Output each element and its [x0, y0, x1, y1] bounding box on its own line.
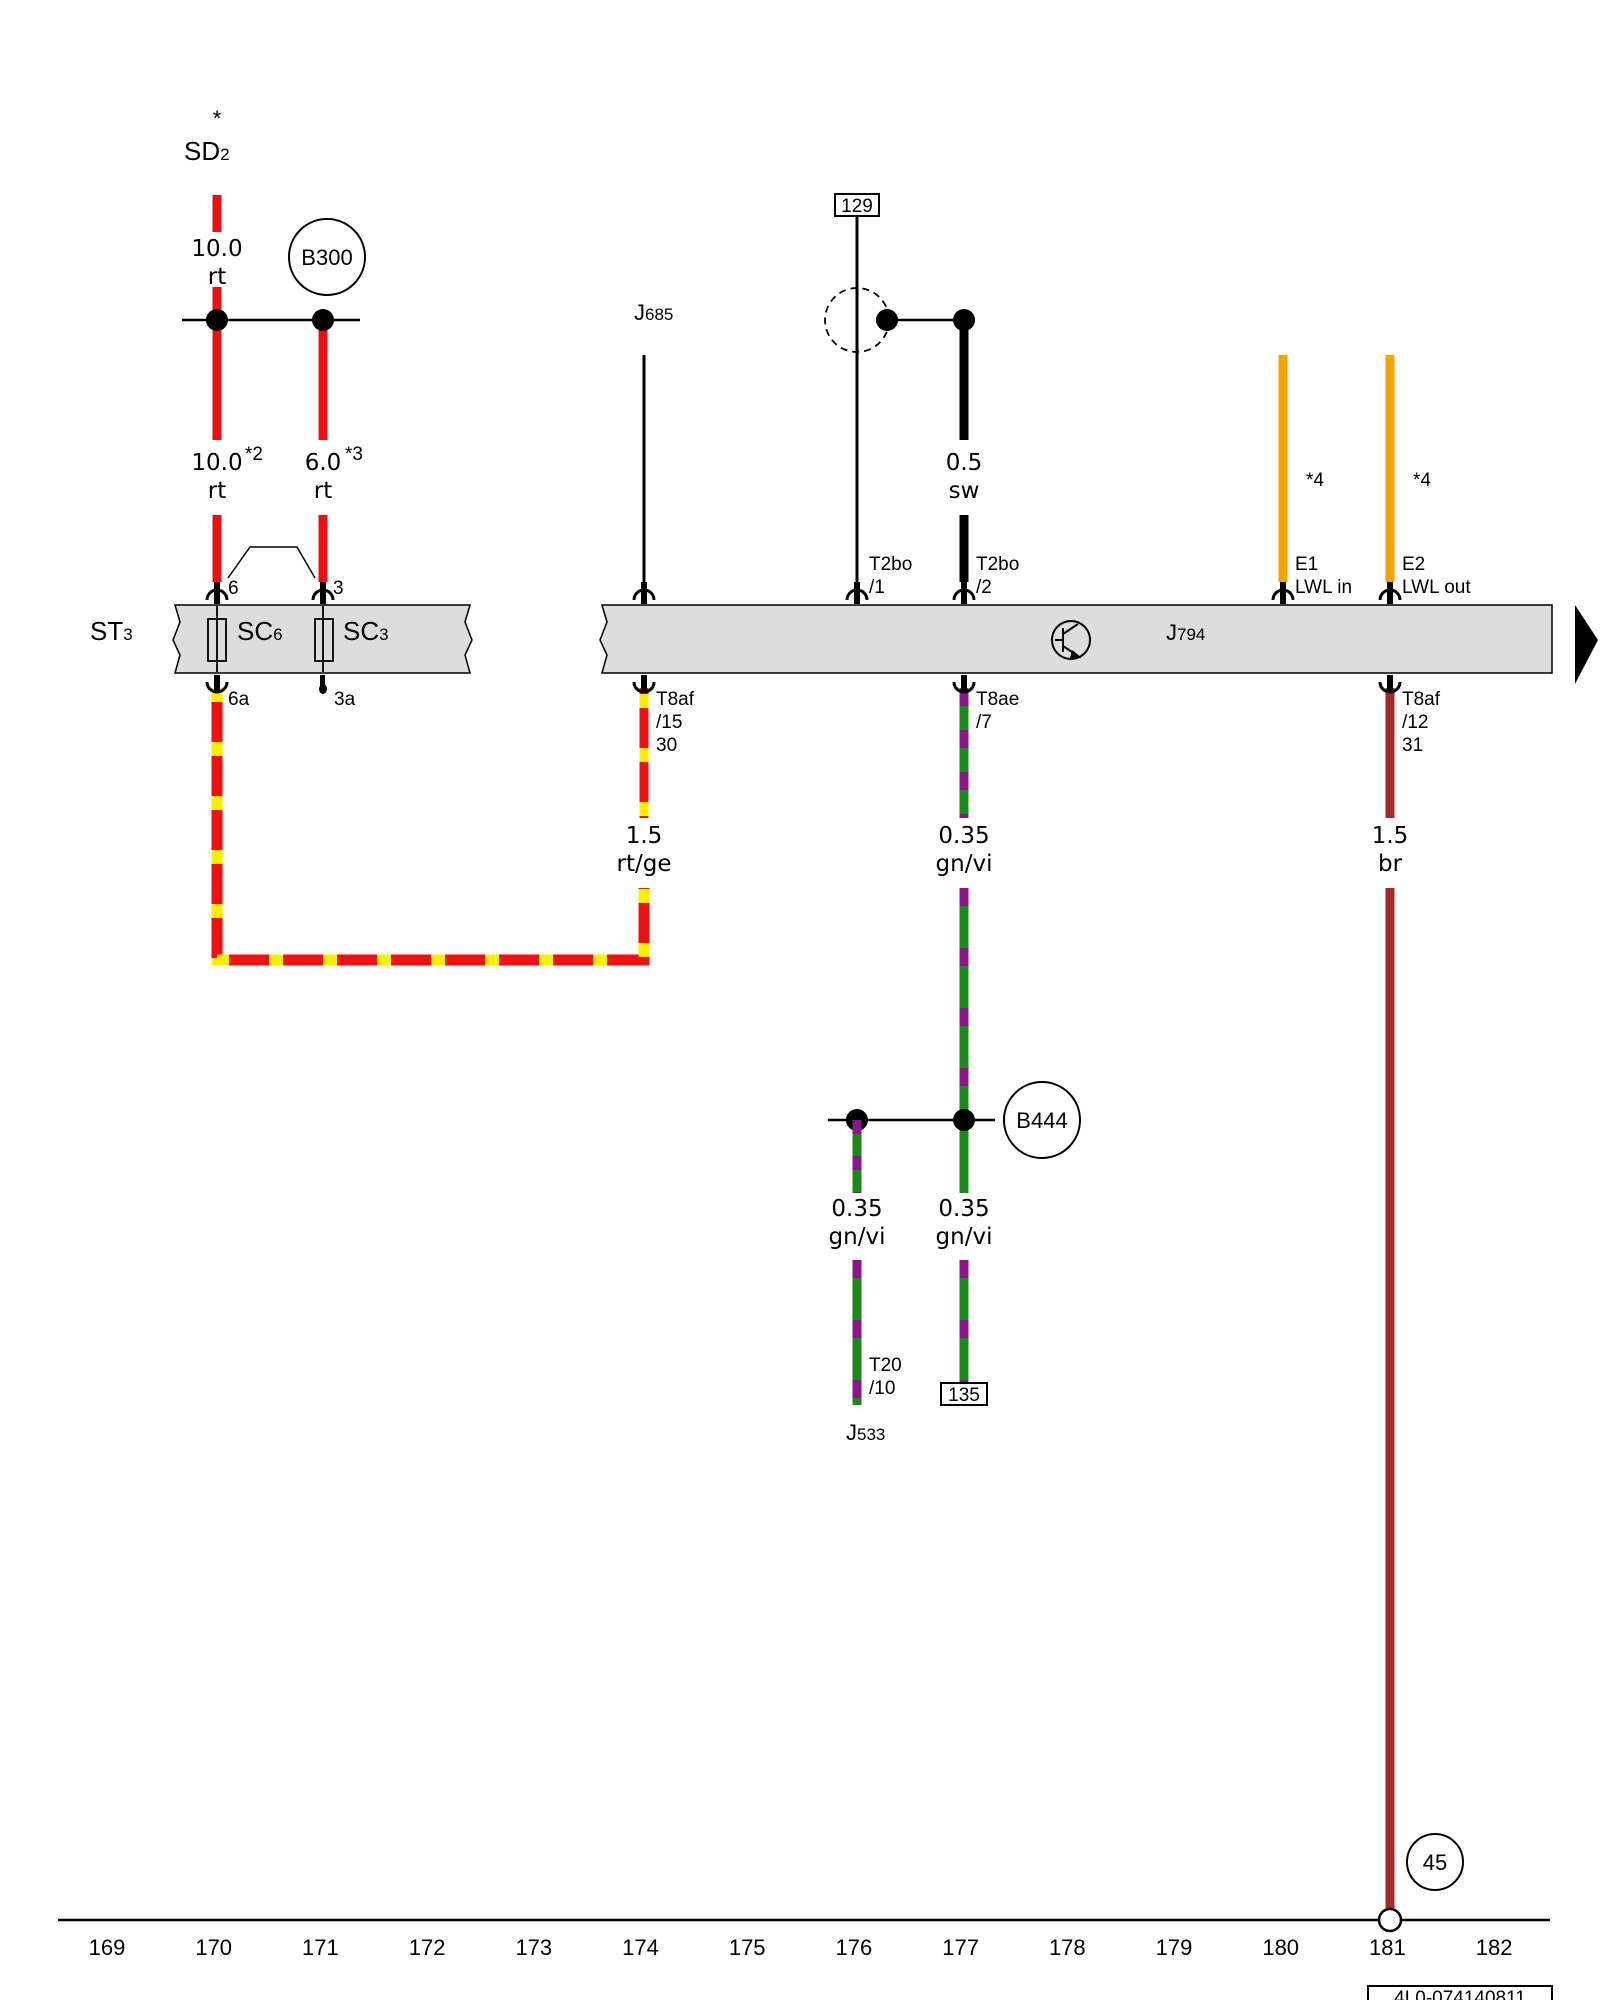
column-number: 180 — [1262, 1935, 1299, 1960]
wire-color: gn/vi — [936, 1224, 993, 1250]
column-number: 171 — [302, 1935, 339, 1960]
j533-label: J533 — [846, 1420, 885, 1445]
column-number: 181 — [1369, 1935, 1406, 1960]
wire-j794-pos — [211, 688, 650, 966]
pin-label: T8ae — [976, 689, 1019, 710]
splice-dot — [953, 1109, 975, 1131]
fuse-bridge — [227, 546, 316, 579]
ground-b300-circle — [288, 218, 366, 296]
pin-label: 31 — [1402, 735, 1423, 756]
note-label: *4 — [1306, 470, 1324, 491]
pin-label: /15 — [656, 712, 682, 733]
ref-135-label[interactable]: 135 — [948, 1385, 980, 1406]
fuse-sc3-symbol — [314, 618, 334, 662]
ground-connection-point — [1377, 1907, 1403, 1933]
column-number: 174 — [622, 1935, 659, 1960]
diagram-id: 4L0-074140811 — [1394, 1988, 1526, 2000]
pin-label: T8af — [1402, 689, 1441, 710]
wire-note: *2 — [245, 444, 263, 465]
j685-label: J685 — [634, 300, 673, 325]
sc3-label: SC3 — [343, 616, 389, 646]
ref-135-box[interactable] — [940, 1382, 988, 1406]
wire-note: *3 — [345, 444, 363, 465]
pin-label: 3 — [333, 578, 344, 599]
column-number: 175 — [729, 1935, 766, 1960]
splice-dot — [312, 309, 334, 331]
pin-label: LWL in — [1295, 577, 1352, 598]
pin-label: T20 — [869, 1355, 902, 1376]
pin-label: E1 — [1295, 554, 1318, 575]
splice-dot — [206, 309, 228, 331]
column-number: 179 — [1156, 1935, 1193, 1960]
wire-color: rt — [314, 478, 332, 504]
wire-color: rt — [208, 478, 226, 504]
wire-size: 0.35 — [938, 1196, 989, 1222]
j794-label: J794 — [1166, 620, 1205, 645]
st3-label: ST3 — [90, 616, 133, 646]
column-number: 178 — [1049, 1935, 1086, 1960]
pin-label: 6 — [228, 578, 239, 599]
column-number: 173 — [515, 1935, 552, 1960]
pin-label: /2 — [976, 577, 992, 598]
ground-b444-label: B444 — [1016, 1108, 1067, 1133]
wire-color: rt — [208, 264, 226, 290]
ground-45-label: 45 — [1423, 1850, 1447, 1875]
pin-label: E2 — [1402, 554, 1425, 575]
sc6-label: SC6 — [237, 616, 283, 646]
column-number: 169 — [89, 1935, 126, 1960]
pin-label: /1 — [869, 577, 885, 598]
transistor-icon — [1051, 620, 1091, 660]
pin-label: 6a — [228, 689, 250, 710]
pin-label: /10 — [869, 1378, 895, 1399]
sd2-star: * — [213, 106, 222, 131]
column-numbers: 169 170 171 172 173 174 175 176 177 178 179 180 181 1… — [89, 1935, 1513, 1960]
diagram-id-box — [1367, 1985, 1553, 2000]
column-number: 172 — [409, 1935, 446, 1960]
wire-size: 1.5 — [626, 823, 663, 849]
column-number: 170 — [195, 1935, 232, 1960]
wire-color: br — [1378, 851, 1403, 877]
ref-129-label[interactable]: 129 — [841, 196, 873, 217]
pin-label: T2bo — [976, 554, 1019, 575]
pin-label: T2bo — [869, 554, 912, 575]
wire-size: 10.0 — [191, 450, 242, 476]
splice-dot — [876, 309, 898, 331]
pin-label: /12 — [1402, 712, 1428, 733]
page-continue-arrow — [1575, 605, 1598, 684]
wire-size: 1.5 — [1372, 823, 1409, 849]
pin-label: LWL out — [1402, 577, 1471, 598]
wire-size: 6.0 — [305, 450, 342, 476]
wire-size: 0.35 — [831, 1196, 882, 1222]
wire-color: sw — [949, 478, 980, 504]
wire-size: 0.5 — [946, 450, 983, 476]
wire-color: gn/vi — [829, 1224, 886, 1250]
wire-color: gn/vi — [936, 851, 993, 877]
j794-housing — [599, 604, 1553, 674]
wire-size: 10.0 — [191, 236, 242, 262]
ground-45-circle — [1406, 1833, 1464, 1891]
sd2-label: SD2 — [184, 136, 230, 166]
column-number: 177 — [942, 1935, 979, 1960]
pin-label: /7 — [976, 712, 992, 733]
ground-b444-circle — [1003, 1081, 1081, 1159]
pin-label: T8af — [656, 689, 695, 710]
wire-size: 0.35 — [938, 823, 989, 849]
column-number: 182 — [1476, 1935, 1513, 1960]
wire-color: rt/ge — [617, 851, 672, 877]
ground-b300-label: B300 — [301, 245, 352, 270]
note-label: *4 — [1413, 470, 1431, 491]
pin-label: 3a — [334, 689, 356, 710]
column-number: 176 — [836, 1935, 873, 1960]
pin-label: 30 — [656, 735, 677, 756]
ref-129-box[interactable] — [834, 193, 880, 217]
